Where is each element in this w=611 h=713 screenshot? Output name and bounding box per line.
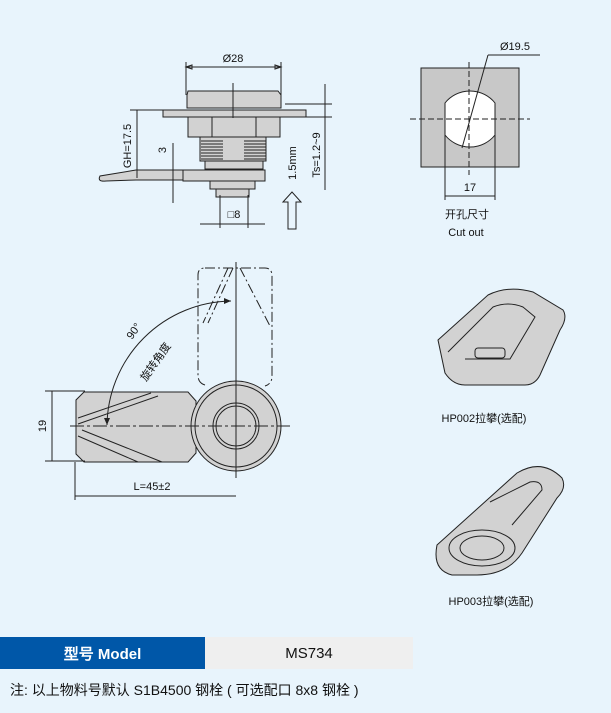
- cutout-width-label: 17: [464, 182, 476, 194]
- model-row: 型号 Model MS734: [0, 637, 413, 669]
- cutout-view: Ø19.5 17 开孔尺寸 Cut out: [410, 41, 540, 239]
- model-label: 型号 Model: [0, 637, 205, 669]
- cutout-title-en: Cut out: [448, 227, 483, 239]
- dimension-3-label: 3: [157, 147, 169, 153]
- gh-label: GH=17.5: [122, 124, 134, 168]
- hp002-label: HP002拉攀(选配): [442, 411, 527, 425]
- length-label: L=45±2: [134, 481, 171, 493]
- hp003-handle: HP003拉攀(选配): [435, 466, 565, 608]
- angle-label: 90°: [125, 321, 144, 342]
- diameter-28-label: Ø28: [223, 53, 244, 65]
- push-arrow-icon: [281, 191, 303, 230]
- angle-caption: 旋转角度: [137, 340, 174, 384]
- footnote: 注: 以上物料号默认 S1B4500 钢栓 ( 可选配口 8x8 钢栓 ): [10, 682, 359, 698]
- height-19-label: 19: [37, 420, 49, 432]
- model-value: MS734: [205, 637, 413, 669]
- hp003-label: HP003拉攀(选配): [449, 594, 534, 608]
- rotation-view: 90° 旋转角度 19 L=45±2: [37, 262, 290, 500]
- stroke-label: 1.5mm: [287, 146, 299, 180]
- side-view: Ø28 □8 GH=17.5 3 1.5mm Ts=1.2~9: [98, 53, 332, 230]
- cutout-title-cn: 开孔尺寸: [445, 207, 489, 221]
- hp002-handle: HP002拉攀(选配): [437, 288, 566, 425]
- square-8-label: □8: [228, 209, 241, 221]
- ts-label: Ts=1.2~9: [311, 132, 323, 177]
- cutout-diameter-label: Ø19.5: [500, 41, 530, 53]
